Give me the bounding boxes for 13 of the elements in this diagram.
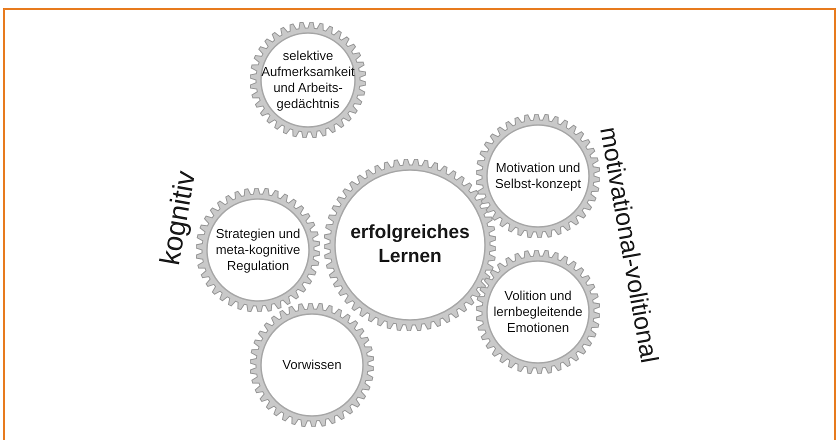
gear <box>196 188 320 312</box>
gear-label: erfolgreiches Lernen <box>350 221 470 269</box>
gear <box>476 114 600 238</box>
gear <box>250 22 366 138</box>
side-label: kognitiv <box>153 168 202 268</box>
gear-label: Vorwissen <box>281 356 343 374</box>
gear <box>476 250 600 374</box>
gear-label: Strategien und meta-kognitive Regulation <box>214 226 302 274</box>
gear-label: selektive Aufmerksamkeit und Arbeits-gedächtnis <box>260 48 356 112</box>
gear-label: Volition und lernbegleitende Emotionen <box>492 288 584 336</box>
gear-label: Motivation und Selbst-konzept <box>494 160 582 192</box>
gear <box>324 159 496 331</box>
gear <box>250 303 374 427</box>
